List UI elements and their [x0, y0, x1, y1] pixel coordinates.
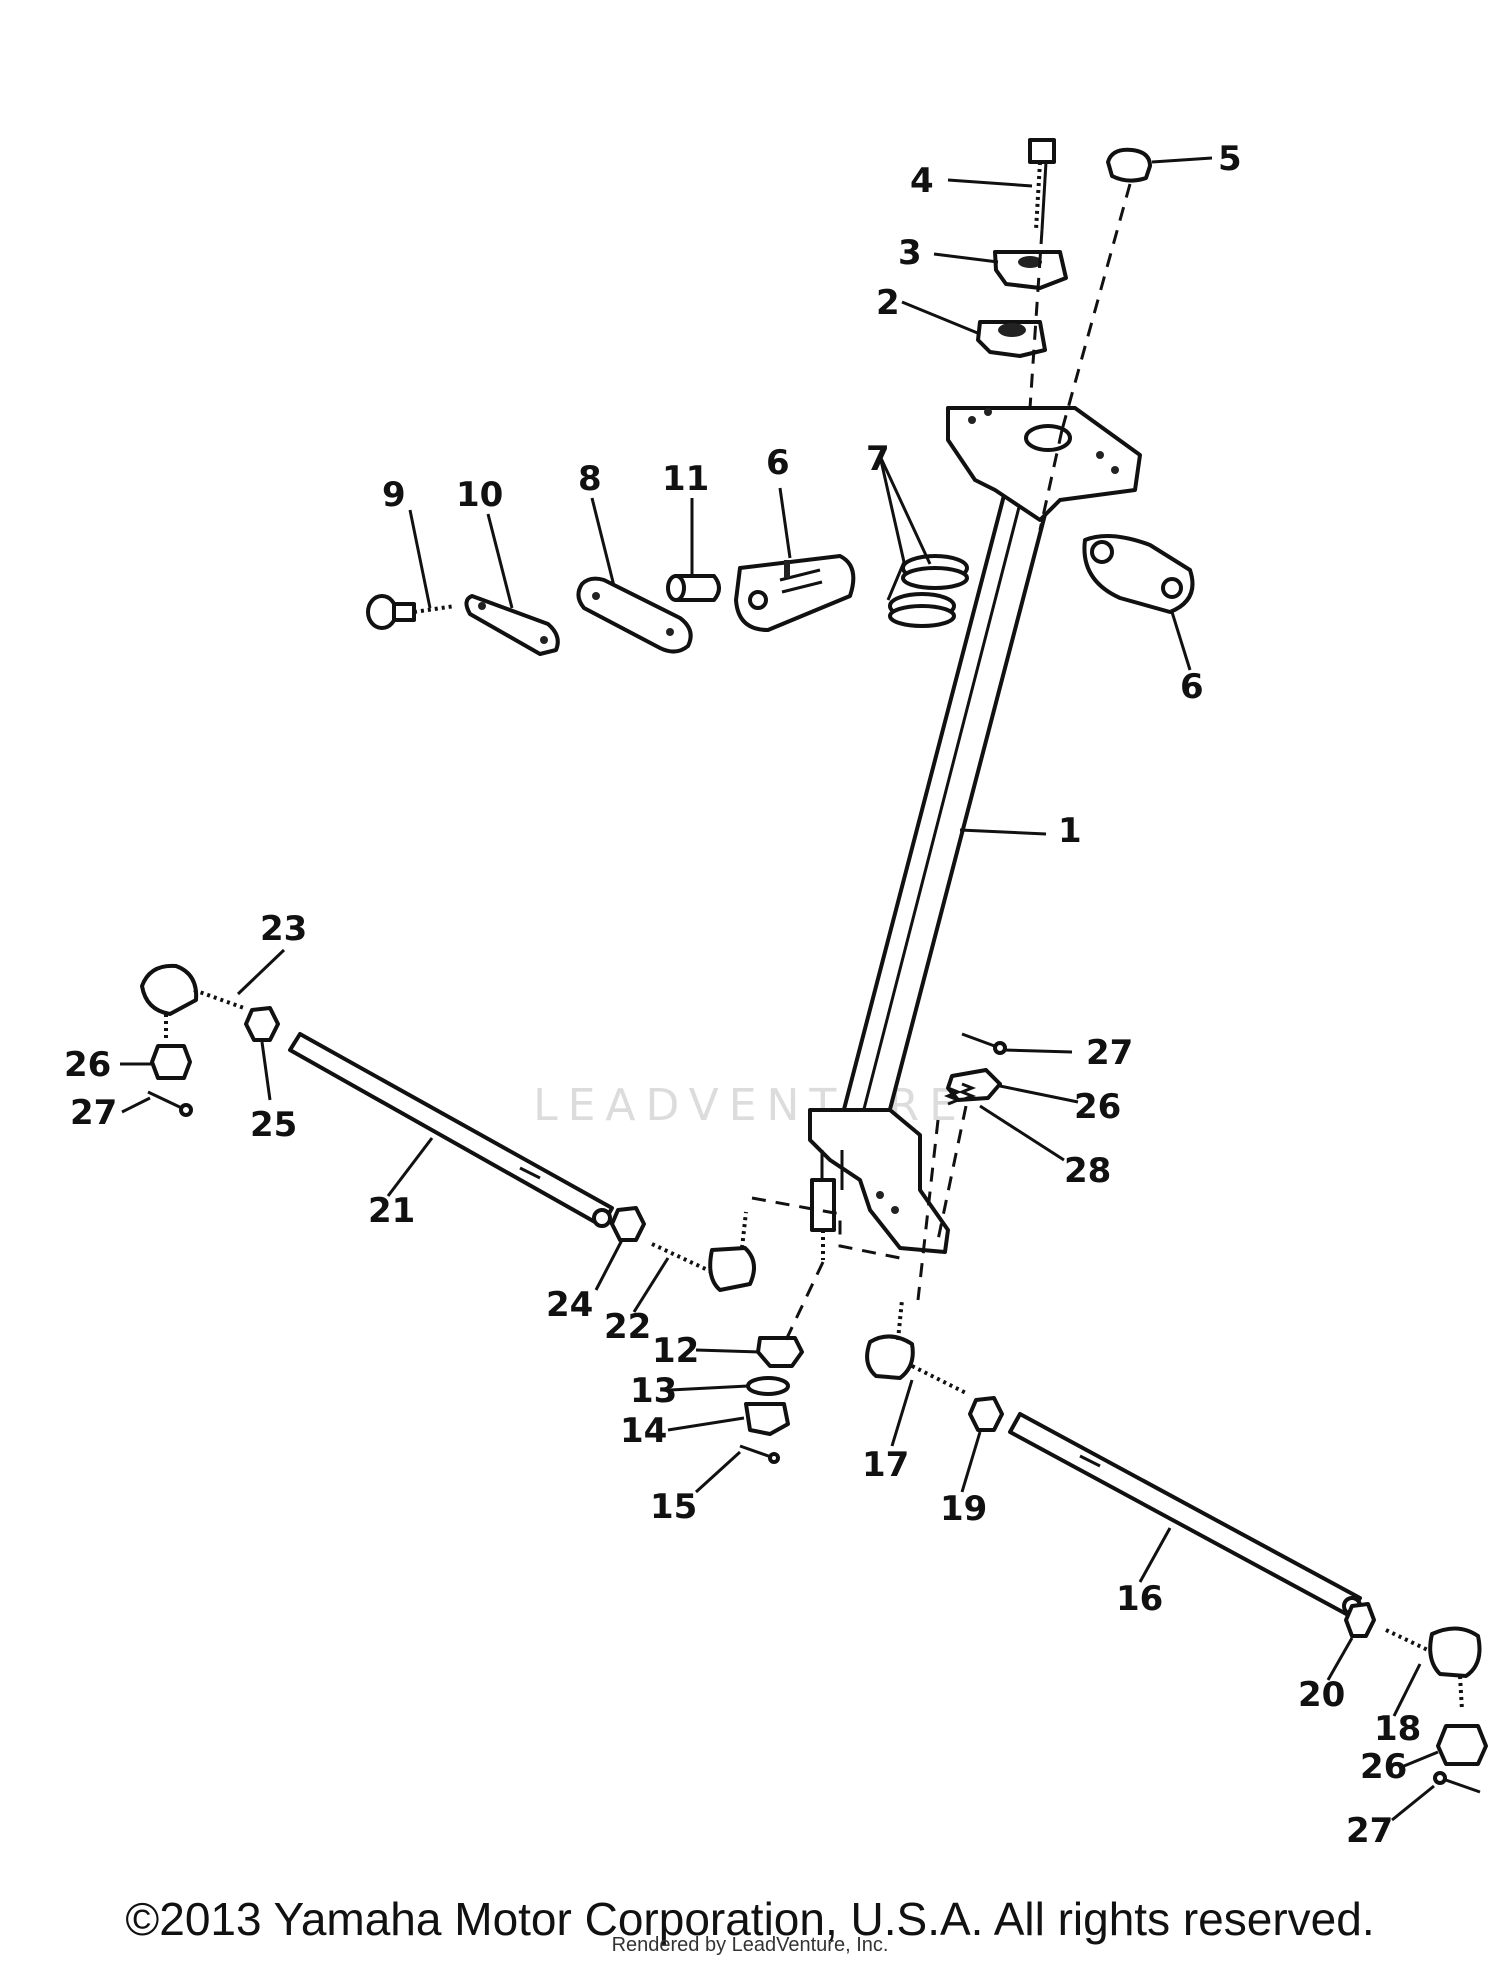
part-plate	[576, 576, 693, 654]
label-16: 16	[1116, 1579, 1163, 1619]
part-tie-rod-end-17	[865, 1299, 969, 1396]
part-pin-27c	[1433, 1771, 1481, 1794]
label-26a: 26	[64, 1045, 111, 1085]
leader-lines	[120, 156, 1439, 1822]
part-pin-27a	[147, 1090, 193, 1117]
part-bolt-9	[366, 594, 456, 630]
part-nut-24	[610, 1206, 646, 1242]
part-nut-20	[1344, 1602, 1376, 1638]
label-3: 3	[898, 233, 922, 273]
part-tie-rod-left	[288, 1032, 614, 1228]
label-22: 22	[604, 1307, 651, 1347]
part-tie-rod-end-18	[1385, 1626, 1482, 1711]
label-7: 7	[866, 439, 890, 479]
copyright-notice: ©2013 Yamaha Motor Corporation, U.S.A. A…	[125, 1893, 1375, 1945]
label-6: 6	[766, 443, 790, 483]
part-tie-rod-end-23	[140, 963, 245, 1040]
rendered-by-notice: Rendered by LeadVenture, Inc.	[611, 1934, 889, 1956]
part-tie-rod-right	[1008, 1412, 1362, 1618]
label-6b: 6	[1180, 667, 1204, 707]
part-collar-11	[666, 574, 721, 602]
part-tie-rod-end-22	[651, 1211, 756, 1292]
part-cap	[1106, 147, 1152, 183]
part-nut-26c	[1436, 1724, 1488, 1766]
label-14: 14	[620, 1411, 667, 1451]
part-lock-washer	[464, 594, 560, 656]
label-10: 10	[456, 475, 503, 515]
part-pin-27b	[961, 1032, 1007, 1055]
label-17: 17	[862, 1445, 909, 1485]
part-14-nut	[744, 1402, 790, 1436]
label-8: 8	[578, 459, 602, 499]
label-27c: 27	[1346, 1811, 1393, 1851]
part-bushing-left	[734, 554, 856, 632]
callout-labels: 1 2 3 4 5 6 6 7 8 9 10 11 12 13 14 15 16…	[64, 139, 1421, 1851]
part-bushing-right	[1082, 534, 1195, 614]
label-26c: 26	[1360, 1747, 1407, 1787]
part-handlebar-holder-lower	[976, 320, 1047, 358]
part-nut-25	[244, 1006, 280, 1042]
label-24: 24	[546, 1285, 593, 1325]
label-11: 11	[662, 459, 709, 499]
label-28: 28	[1064, 1151, 1111, 1191]
label-9: 9	[382, 475, 406, 515]
label-4: 4	[910, 161, 934, 201]
part-12-nut	[756, 1336, 804, 1368]
label-26b: 26	[1074, 1087, 1121, 1127]
part-collars	[888, 554, 969, 628]
part-13-washer	[746, 1376, 790, 1396]
label-21: 21	[368, 1191, 415, 1231]
label-1: 1	[1058, 811, 1082, 851]
part-handlebar-holder-upper	[993, 250, 1068, 290]
part-bolt	[1028, 138, 1056, 231]
assembly-lines	[751, 183, 1132, 1341]
label-5: 5	[1218, 139, 1242, 179]
part-nut-26a	[150, 1044, 192, 1080]
label-18: 18	[1374, 1709, 1421, 1749]
label-25: 25	[250, 1105, 297, 1145]
label-15: 15	[650, 1487, 697, 1527]
label-27a: 27	[70, 1093, 117, 1133]
label-23: 23	[260, 909, 307, 949]
label-27b: 27	[1086, 1033, 1133, 1073]
label-12: 12	[652, 1331, 699, 1371]
label-13: 13	[630, 1371, 677, 1411]
part-nut-19	[968, 1396, 1004, 1432]
label-20: 20	[1298, 1675, 1345, 1715]
label-19: 19	[940, 1489, 987, 1529]
part-15-cotter-pin	[739, 1444, 780, 1464]
part-spring-28	[943, 1082, 977, 1106]
part-steering-shaft	[808, 406, 1142, 1260]
label-2: 2	[876, 283, 900, 323]
